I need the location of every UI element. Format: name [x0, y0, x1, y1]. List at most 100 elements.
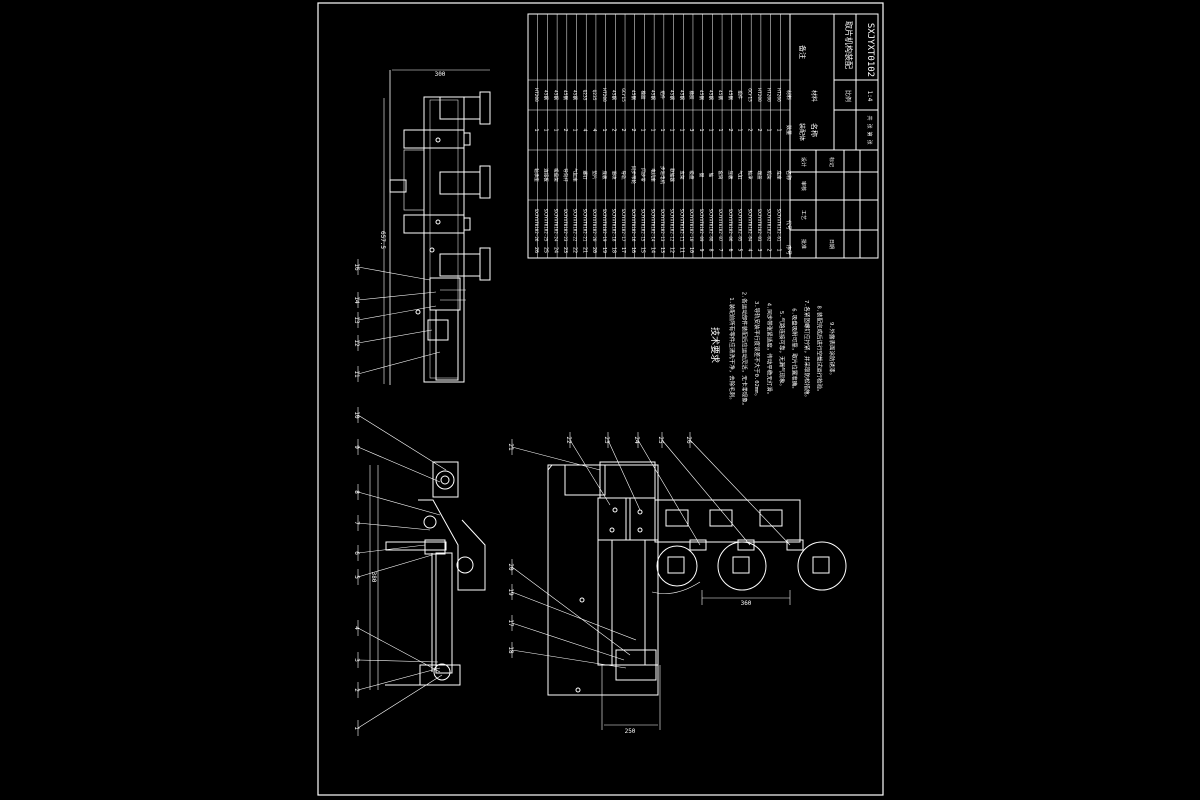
- balloon-label: 1: [353, 726, 360, 730]
- material-label: 材料: [810, 90, 818, 102]
- bom-row-no: 7: [717, 248, 723, 251]
- date-label: 日期: [828, 239, 834, 249]
- bom-row-name: 支架: [678, 171, 685, 180]
- drawing-number: SXJYXT0102: [865, 23, 875, 77]
- bom-row-qty: 2: [610, 128, 616, 131]
- bom-row-no: 5: [737, 248, 743, 251]
- bom-row-qty: 4: [591, 128, 597, 131]
- scale-value: 1:4: [866, 91, 873, 102]
- remarks-label: 备注: [798, 45, 807, 59]
- balloon-label: 22: [565, 436, 572, 444]
- bom-row-material: 45钢: [610, 90, 617, 100]
- bom-row-material: 橡胶: [688, 91, 695, 100]
- bom-row-name: 同步带: [640, 168, 646, 182]
- bom-row-qty: 2: [727, 128, 733, 131]
- bom-row-name: 套筒: [717, 171, 724, 180]
- bom-row-qty: 1: [775, 128, 781, 131]
- tech-req-line: 9.外露表面涂防锈漆。: [828, 322, 836, 378]
- bom-row-material: GCr15: [620, 88, 626, 102]
- bom-row-qty: 1: [659, 128, 665, 131]
- balloon-label: 3: [353, 658, 360, 662]
- bom-row-qty: 3: [688, 128, 694, 131]
- bom-row-code: SXJYXT0102-26: [534, 209, 539, 242]
- bom-row-no: 1: [775, 248, 781, 251]
- bom-row-no: 19: [601, 247, 607, 253]
- bom-row-code: SXJYXT0102-14: [650, 209, 655, 242]
- bom-row-material: Q235: [591, 90, 597, 101]
- tech-req-line: 4.同步带张紧适度，传动平稳无打滑。: [766, 303, 774, 398]
- part-balloon: 24: [633, 432, 701, 546]
- bom-row-name: 步进电机: [659, 166, 666, 184]
- bom-row-qty: 2: [756, 128, 762, 131]
- process-label: 工艺: [800, 210, 806, 220]
- bom-row-code: SXJYXT0102-24: [553, 209, 558, 242]
- bom-header-no: 序号: [785, 245, 792, 255]
- bom-row-no: 20: [591, 247, 597, 253]
- part-balloon: 11: [353, 351, 441, 382]
- bom-row-no: 14: [649, 247, 655, 253]
- bom-row-material: 橡胶: [640, 91, 647, 100]
- bom-row-qty: 4: [581, 128, 587, 131]
- bom-row-code: SXJYXT0102-01: [776, 209, 781, 242]
- tech-req-line: 3.导轨安装平行度误差不大于0.02mm。: [753, 301, 761, 399]
- bom-row-no: 22: [572, 247, 578, 253]
- bom-header-material: 材料: [785, 90, 792, 100]
- school-label: 装配体: [798, 123, 806, 141]
- bom-row-name: 底座: [775, 171, 782, 180]
- balloon-label: 2: [353, 688, 360, 692]
- bom-row-no: 3: [756, 248, 762, 251]
- bom-row-code: SXJYXT0102-10: [689, 209, 694, 242]
- technical-requirements: 技术要求 1.装配前所有零件应清洗干净，去除毛刺。2.各运动部件装配后应运动灵活…: [709, 292, 836, 409]
- tech-req-line: 1.装配前所有零件应清洗干净，去除毛刺。: [728, 297, 736, 403]
- bom-row-name: 轴承座: [533, 168, 540, 182]
- bom-row-code: SXJYXT0102-12: [670, 209, 675, 242]
- balloon-label: 8: [353, 490, 360, 494]
- bom-header-code: 代号: [785, 220, 792, 230]
- bom-row-code: SXJYXT0102-21: [582, 209, 587, 242]
- part-name: 取片机构装配: [844, 21, 854, 69]
- bom-row-no: 16: [630, 247, 636, 253]
- bom-row-qty: 1: [552, 128, 558, 131]
- bom-row-code: SXJYXT0102-13: [660, 209, 665, 242]
- bom-header: 序号 代号 名称 数量 材料: [785, 90, 792, 255]
- part-balloon: 3: [353, 652, 439, 668]
- bom-header-qty: 数量: [785, 125, 792, 135]
- bom-row-code: SXJYXT0102-03: [757, 209, 762, 242]
- balloon-label: 7: [353, 521, 360, 525]
- balloon-label: 23: [603, 436, 610, 444]
- front-view: 250 360: [547, 461, 847, 735]
- top-view: 300 657.5: [379, 69, 491, 385]
- bom-row-no: 6: [727, 248, 733, 251]
- part-balloon: 17: [507, 615, 625, 661]
- bom-row-qty: 2: [630, 128, 636, 131]
- bom-row-name: 联轴器: [669, 168, 676, 182]
- balloon-label: 24: [633, 436, 640, 444]
- balloon-label: 6: [353, 551, 360, 555]
- tech-req-line: 8.装配完成后进行空载试运行检验。: [816, 305, 824, 394]
- part-balloon: 25: [657, 432, 751, 546]
- bom-row-qty: 1: [708, 128, 714, 131]
- bom-row-no: 17: [620, 247, 626, 253]
- bom-row-name: 吸盘架: [552, 168, 559, 182]
- tech-req-line: 6.吸盘吸附可靠，取片位置准确。: [791, 308, 799, 392]
- side-view: 380: [369, 461, 486, 690]
- bom-row-code: SXJYXT0102-20: [592, 209, 597, 242]
- bom-row-material: 45钢: [572, 90, 579, 100]
- bom-header-name: 名称: [785, 170, 792, 180]
- tech-req-line: 2.各运动部件装配后应运动灵活，无卡滞现象。: [741, 292, 749, 409]
- bom-row-material: 45钢: [543, 90, 550, 100]
- bom-row-name: 导向杆: [562, 168, 569, 182]
